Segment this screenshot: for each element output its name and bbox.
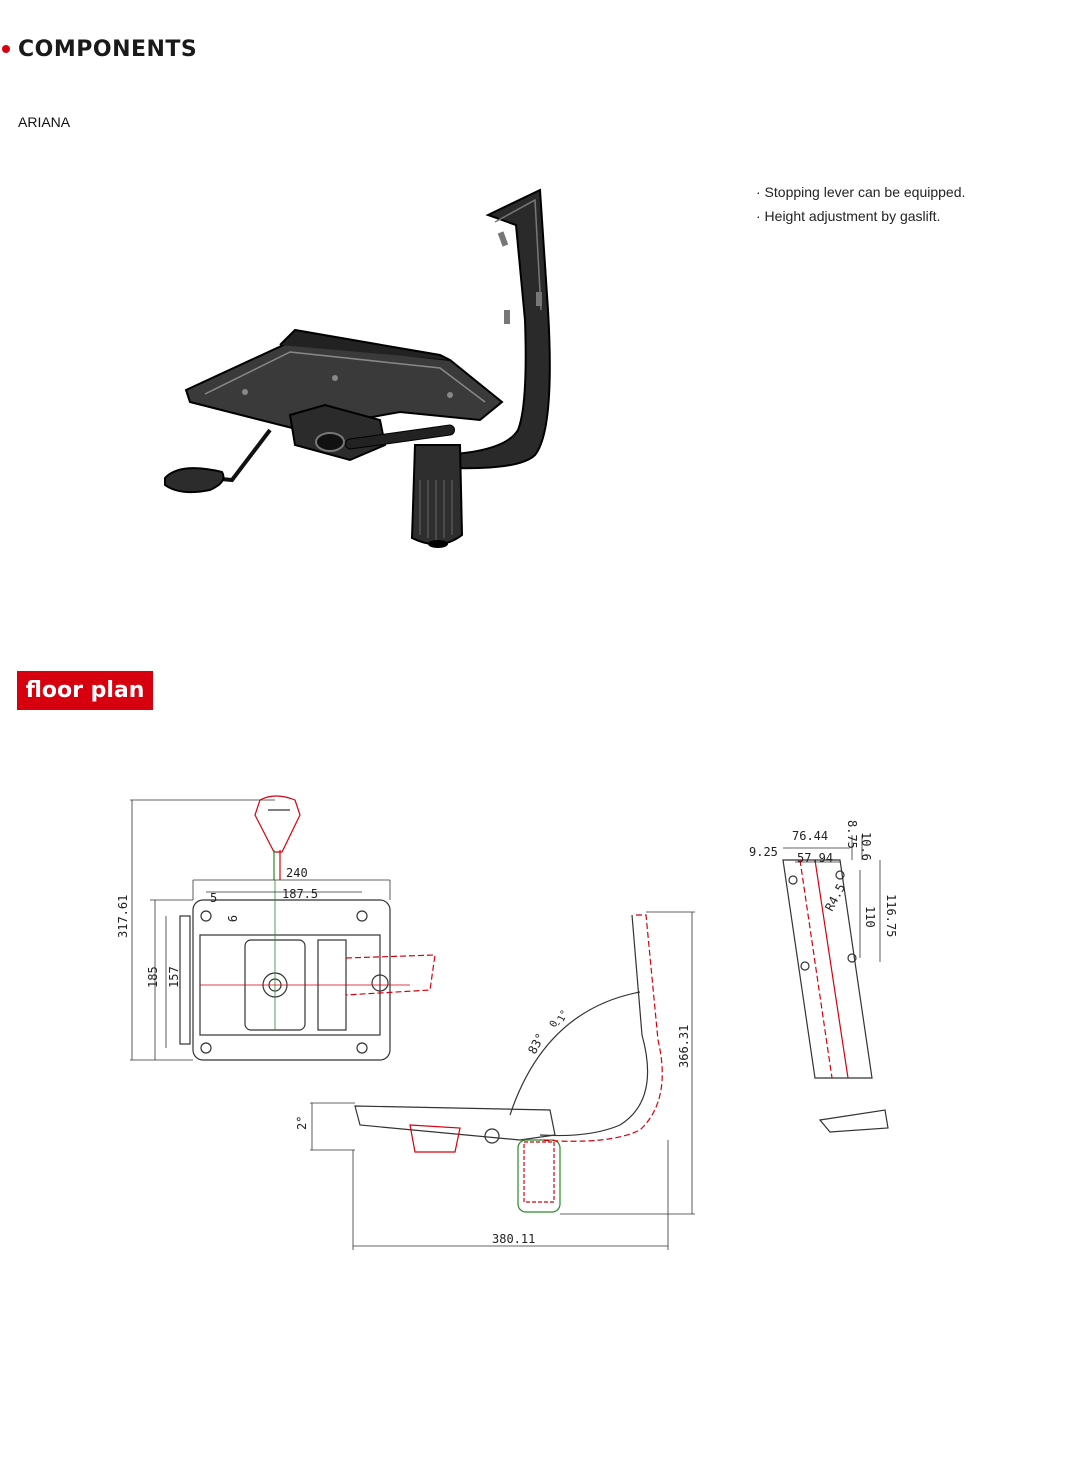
dim-10-6: 10.6 [859,832,873,861]
detail-view [782,859,889,1133]
dim-hole-span: 187.5 [282,887,318,901]
product-name: ARIANA [18,114,71,130]
dim-5: 5 [210,891,217,905]
feature-item-stopping-lever: · Stopping lever can be equipped. [756,184,966,200]
feature-item-gaslift: · Height adjustment by gaslift. [756,208,941,224]
dim-tilt-angle: 83° [525,1031,548,1057]
dim-8-75: 8.75 [845,820,859,849]
dim-r4-5: R4.5 [822,881,848,913]
dim-157: 157 [167,966,181,988]
top-view-dimensions [130,799,391,1061]
bullet-dot-icon [2,45,10,53]
floor-plan-drawing: 240 187.5 5 9 317.61 185 157 2° 366.31 3… [116,795,898,1250]
dim-overall-length: 380.11 [492,1232,535,1246]
dim-9: 9 [225,915,239,922]
floor-plan-badge: floor plan [17,671,153,710]
side-view-dimensions [310,911,695,1250]
dim-tilt-tolerance-minus: -1° [553,1008,571,1029]
dim-overall-height: 317.61 [116,895,130,938]
dim-110: 110 [863,906,877,928]
dim-tilt-tolerance: 0 [548,1019,561,1029]
side-view [354,914,663,1213]
detail-dimensions [783,835,881,962]
dim-9-25: 9.25 [749,845,778,859]
dim-base-angle: 2° [295,1116,309,1130]
chair-mechanism-image [164,188,551,548]
dim-57-94: 57.94 [797,851,833,865]
dim-76-44: 76.44 [792,829,828,843]
dim-back-height: 366.31 [677,1025,691,1068]
top-view [179,795,436,1061]
section-header: COMPONENTS [0,34,197,64]
dim-plate-width: 240 [286,866,308,880]
dim-116-75: 116.75 [884,894,898,937]
feature-list: · Stopping lever can be equipped. · Heig… [756,180,965,228]
dim-185: 185 [146,966,160,988]
section-title: COMPONENTS [18,36,198,62]
